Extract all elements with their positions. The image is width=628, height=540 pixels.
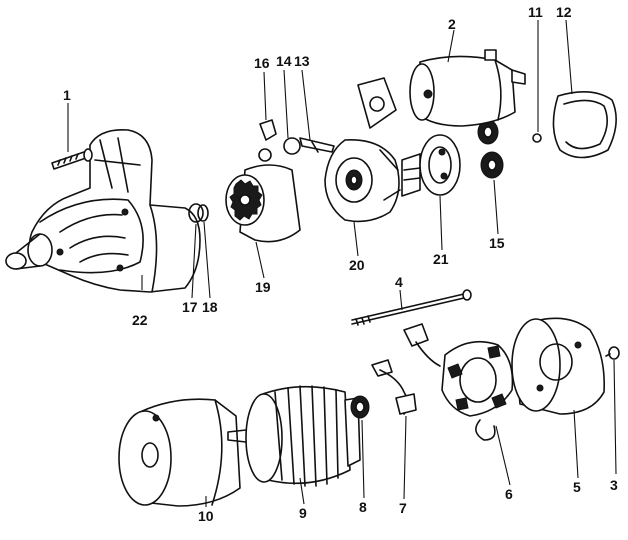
bracket-icon bbox=[258, 119, 277, 162]
spring-icon bbox=[283, 137, 301, 155]
label-19: 19 bbox=[255, 279, 271, 295]
label-13: 13 bbox=[294, 53, 310, 69]
drive-housing-icon bbox=[5, 128, 201, 293]
label-2: 2 bbox=[448, 16, 456, 32]
label-22: 22 bbox=[132, 312, 148, 328]
label-8: 8 bbox=[359, 499, 367, 515]
yoke-field-frame-icon bbox=[118, 398, 241, 507]
commutator-end-frame-icon bbox=[511, 317, 606, 415]
label-10: 10 bbox=[198, 508, 214, 524]
label-14: 14 bbox=[276, 53, 292, 69]
brush-holder-icon bbox=[441, 340, 514, 441]
label-3: 3 bbox=[610, 477, 618, 493]
washer-icon bbox=[188, 203, 204, 223]
screw-icon bbox=[605, 346, 620, 360]
ring-clip-icon bbox=[552, 91, 617, 159]
label-5: 5 bbox=[573, 479, 581, 495]
part-labels: 1 2 3 4 5 6 7 8 9 10 11 12 13 14 15 16 1… bbox=[63, 4, 618, 524]
label-4: 4 bbox=[395, 274, 403, 290]
center-bearing-plate-icon bbox=[324, 139, 401, 223]
label-18: 18 bbox=[202, 299, 218, 315]
label-20: 20 bbox=[349, 257, 365, 273]
label-12: 12 bbox=[556, 4, 572, 20]
snap-ring-icon bbox=[197, 204, 209, 222]
label-15: 15 bbox=[489, 235, 505, 251]
label-16: 16 bbox=[254, 55, 270, 71]
label-9: 9 bbox=[299, 505, 307, 521]
idle-gear-icon bbox=[477, 119, 504, 179]
label-1: 1 bbox=[63, 87, 71, 103]
label-7: 7 bbox=[399, 500, 407, 516]
leader-lines bbox=[67, 19, 617, 507]
bolt-icon bbox=[51, 148, 93, 170]
solenoid-switch-icon bbox=[357, 49, 526, 129]
steel-ball-icon bbox=[532, 133, 542, 143]
planetary-gear-shaft-icon bbox=[401, 134, 461, 197]
lever-icon bbox=[299, 137, 335, 153]
bearing-icon bbox=[350, 395, 370, 419]
label-11: 11 bbox=[528, 4, 543, 20]
pinion-clutch-icon bbox=[225, 164, 301, 243]
label-17: 17 bbox=[182, 299, 198, 315]
brush-plate-icon bbox=[371, 323, 441, 415]
label-21: 21 bbox=[433, 251, 449, 267]
label-6: 6 bbox=[505, 486, 513, 502]
through-bolt-icon bbox=[351, 289, 472, 326]
armature-icon bbox=[227, 385, 361, 487]
